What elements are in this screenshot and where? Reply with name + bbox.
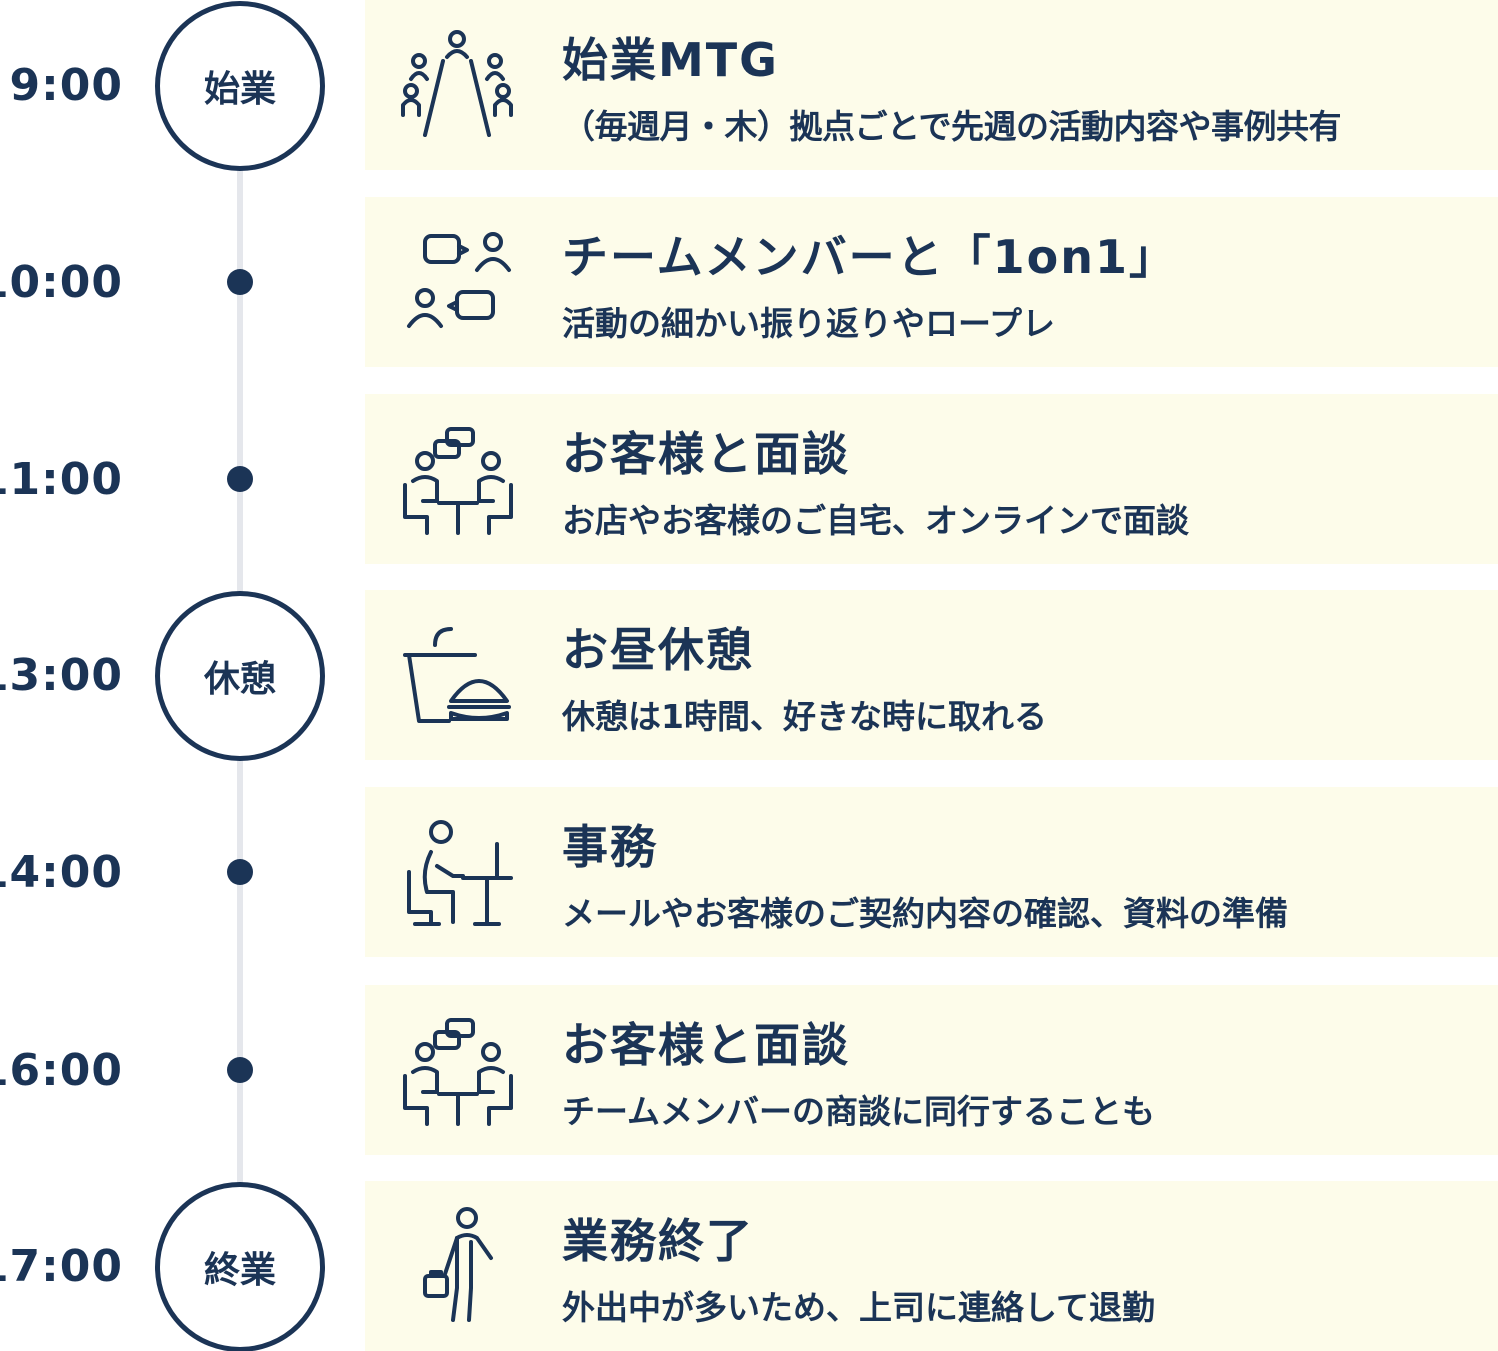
schedule-card: 業務終了 外出中が多いため、上司に連絡して退勤 <box>365 1181 1498 1351</box>
time-label: 14:00 <box>0 846 123 898</box>
schedule-desc: 活動の細かい振り返りやロープレ <box>562 304 1056 343</box>
meeting-table-icon <box>395 25 520 145</box>
schedule-row-1000: 10:00 チームメンバーと「1on1」 活動の細かい振り返りやロープレ <box>0 197 1498 367</box>
customer-meeting-icon <box>395 419 520 539</box>
timeline-dot <box>227 859 253 885</box>
schedule-title: お客様と面談 <box>562 427 850 481</box>
time-label: 11:00 <box>0 453 123 505</box>
schedule-row-0900: 9:00 始業 始業MTG （毎週月・木）拠点ごとで先週の活動内容や事例共有 <box>0 0 1498 171</box>
marker-end-circle: 終業 <box>155 1182 325 1351</box>
schedule-card: お昼休憩 休憩は1時間、好きな時に取れる <box>365 590 1498 760</box>
customer-meeting-icon <box>395 1010 520 1130</box>
schedule-title: お昼休憩 <box>562 623 754 677</box>
schedule-row-1300: 13:00 休憩 お昼休憩 休憩は1時間、好きな時に取れる <box>0 590 1498 761</box>
schedule-row-1100: 11:00 お客様と面談 お店やお客様のご自宅、オンラインで面談 <box>0 394 1498 564</box>
desk-work-icon <box>395 812 520 932</box>
schedule-title: 業務終了 <box>562 1214 754 1268</box>
schedule-row-1700: 17:00 終業 業務終了 外出中が多いため、上司に連絡して退勤 <box>0 1181 1498 1351</box>
lunch-icon <box>395 615 520 735</box>
schedule-card: お客様と面談 お店やお客様のご自宅、オンラインで面談 <box>365 394 1498 564</box>
marker-break-circle: 休憩 <box>155 591 325 761</box>
schedule-row-1600: 16:00 お客様と面談 チームメンバーの商談に同行することも <box>0 985 1498 1155</box>
schedule-title: 事務 <box>562 820 658 874</box>
schedule-title: 始業MTG <box>562 33 779 87</box>
time-label: 17:00 <box>0 1240 123 1292</box>
time-label: 10:00 <box>0 256 123 308</box>
timeline-dot <box>227 1057 253 1083</box>
schedule-row-1400: 14:00 事務 メールやお客様のご契約内容の確認、資料の準備 <box>0 787 1498 957</box>
schedule-card: お客様と面談 チームメンバーの商談に同行することも <box>365 985 1498 1155</box>
time-label: 16:00 <box>0 1044 123 1096</box>
schedule-desc: 休憩は1時間、好きな時に取れる <box>562 697 1047 736</box>
walking-briefcase-icon <box>395 1206 520 1326</box>
timeline-dot <box>227 466 253 492</box>
schedule-desc: チームメンバーの商談に同行することも <box>562 1092 1156 1131</box>
schedule-title: チームメンバーと「1on1」 <box>562 230 1177 284</box>
time-label: 13:00 <box>0 649 123 701</box>
schedule-desc: 外出中が多いため、上司に連絡して退勤 <box>562 1288 1156 1327</box>
schedule-desc: メールやお客様のご契約内容の確認、資料の準備 <box>562 894 1288 933</box>
schedule-desc: お店やお客様のご自宅、オンラインで面談 <box>562 501 1189 540</box>
schedule-card: チームメンバーと「1on1」 活動の細かい振り返りやロープレ <box>365 197 1498 367</box>
marker-start-circle: 始業 <box>155 1 325 171</box>
schedule-card: 始業MTG （毎週月・木）拠点ごとで先週の活動内容や事例共有 <box>365 0 1498 170</box>
timeline-dot <box>227 269 253 295</box>
schedule-desc: （毎週月・木）拠点ごとで先週の活動内容や事例共有 <box>562 107 1342 146</box>
schedule-title: お客様と面談 <box>562 1018 850 1072</box>
time-label: 9:00 <box>9 59 123 111</box>
schedule-card: 事務 メールやお客様のご契約内容の確認、資料の準備 <box>365 787 1498 957</box>
one-on-one-chat-icon <box>395 222 520 342</box>
